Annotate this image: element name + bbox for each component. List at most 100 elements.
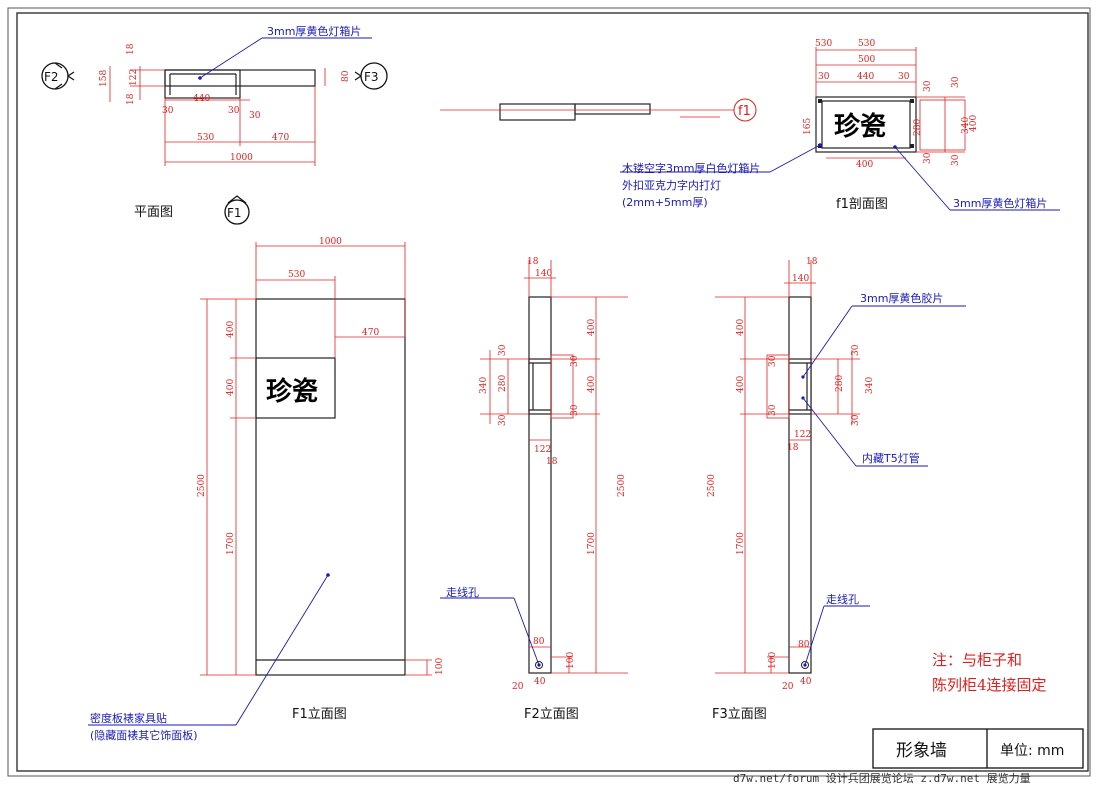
dim: 30 xyxy=(249,111,261,121)
dim: 122 xyxy=(534,445,551,455)
dim: 30 xyxy=(570,404,580,416)
dim: 30 xyxy=(923,152,933,164)
dim: 80 xyxy=(341,70,351,82)
dim: 440 xyxy=(193,94,210,104)
dim: 20 xyxy=(782,682,794,692)
label-yellow-sheet-top: 3mm厚黄色灯箱片 xyxy=(267,24,361,38)
dim: 1700 xyxy=(587,532,597,555)
dim: 140 xyxy=(792,274,809,284)
dim: 530 xyxy=(288,270,305,280)
dim: 122 xyxy=(794,430,811,440)
dim: 500 xyxy=(858,55,875,65)
f3-wall xyxy=(788,296,812,674)
dim: 400 xyxy=(856,160,873,170)
dim: 100 xyxy=(566,652,576,669)
marker-f3-icon: F3 xyxy=(354,62,388,90)
dim: 400 xyxy=(736,319,746,336)
dim: 530 xyxy=(815,39,832,49)
dim: 80 xyxy=(798,640,810,650)
section-box xyxy=(815,96,917,153)
dim: 30 xyxy=(498,344,508,356)
dim: 100 xyxy=(768,652,778,669)
f1-wall xyxy=(255,298,406,676)
dim: 30 xyxy=(498,414,508,426)
dim: 340 xyxy=(961,117,971,134)
dim: 530 xyxy=(858,39,875,49)
dim: 30 xyxy=(951,154,961,166)
label-white-sheet-2: 外扣亚克力字内打灯 xyxy=(622,178,721,192)
dim: 100 xyxy=(435,658,445,675)
dim: 18 xyxy=(806,257,818,267)
svg-text:F2: F2 xyxy=(44,70,59,84)
label-wire-hole-f2: 走线孔 xyxy=(446,585,479,599)
dim: 30 xyxy=(162,106,174,116)
svg-text:F3: F3 xyxy=(364,70,379,84)
dim: 40 xyxy=(534,677,546,687)
dim: 18 xyxy=(126,93,136,105)
dim: 2500 xyxy=(197,474,207,497)
dim: 30 xyxy=(851,344,861,356)
section-cut-line: f1 xyxy=(440,98,757,122)
label-t5-tube: 内藏T5灯管 xyxy=(862,451,920,465)
dim: 400 xyxy=(969,115,979,132)
dim: 122 xyxy=(129,69,139,86)
dim: 2500 xyxy=(617,474,627,497)
f1-elevation: 珍瓷 1000 530 470 400 400 2500 1700 100 密度… xyxy=(88,237,445,742)
dim: 340 xyxy=(479,377,489,394)
label-white-sheet-1: 木镂空字3mm厚白色灯箱片 xyxy=(622,161,760,175)
dim: 340 xyxy=(865,377,875,394)
dim: 140 xyxy=(535,269,552,279)
section-marker: f1 xyxy=(738,104,751,119)
plan-lightbox xyxy=(164,69,241,99)
label-yellow-sheet-right: 3mm厚黄色灯箱片 xyxy=(953,196,1047,210)
dim: 400 xyxy=(226,379,236,396)
section-view: 珍瓷 530 530 500 30 440 30 30 30 165 280 3… xyxy=(620,39,1060,212)
dim: 400 xyxy=(587,319,597,336)
sign-text-f1: 珍瓷 xyxy=(266,376,318,407)
note-line-1: 注：与柜子和 xyxy=(932,651,1022,669)
label-white-sheet-3: (2mm+5mm厚) xyxy=(622,196,708,209)
title-block-title: 形象墙 xyxy=(896,741,947,761)
dim: 400 xyxy=(587,376,597,393)
caption-f2: F2立面图 xyxy=(524,707,579,722)
dim: 280 xyxy=(913,119,923,136)
dim: 30 xyxy=(898,72,910,82)
dim: 80 xyxy=(533,637,545,647)
dim: 165 xyxy=(803,118,813,135)
dim: 30 xyxy=(228,106,240,116)
dim: 400 xyxy=(226,321,236,338)
caption-f1: F1立面图 xyxy=(292,707,347,722)
caption-section: f1剖面图 xyxy=(836,197,888,212)
dim: 2500 xyxy=(707,474,717,497)
dim: 1000 xyxy=(230,153,253,163)
label-yellow-film: 3mm厚黄色胶片 xyxy=(860,291,943,305)
dim: 1700 xyxy=(736,532,746,555)
dim: 280 xyxy=(498,375,508,392)
footer-watermark: d7w.net/forum 设计兵团展览论坛 z.d7w.net 展览力量 xyxy=(733,771,1031,785)
svg-text:F1: F1 xyxy=(227,206,242,220)
title-block-unit: 单位: mm xyxy=(1000,743,1064,759)
caption-f3: F3立面图 xyxy=(712,707,767,722)
dim: 30 xyxy=(768,404,778,416)
dim: 40 xyxy=(800,677,812,687)
dim: 18 xyxy=(527,257,539,267)
dim: 530 xyxy=(197,133,214,143)
dim: 470 xyxy=(362,328,379,338)
label-density-board-2: (隐藏面裱其它饰面板) xyxy=(90,728,198,742)
dim: 280 xyxy=(835,375,845,392)
plan-view: 3mm厚黄色灯箱片 18 158 122 18 80 30 440 30 30 … xyxy=(41,24,388,225)
label-wire-hole-f3: 走线孔 xyxy=(826,592,859,606)
dim: 400 xyxy=(736,376,746,393)
f1-sign-box xyxy=(255,357,336,419)
f3-elevation: 18 140 400 400 2500 1700 30 30 280 340 3… xyxy=(707,257,966,722)
dim: 18 xyxy=(126,43,136,55)
inner-frame xyxy=(16,12,1089,772)
sign-text-section: 珍瓷 xyxy=(834,111,886,142)
dim: 30 xyxy=(923,80,933,92)
marker-f1-icon: F1 xyxy=(224,195,250,225)
outer-frame xyxy=(7,7,1091,777)
label-density-board-1: 密度板裱家具贴 xyxy=(90,711,167,725)
dim: 20 xyxy=(512,682,524,692)
title-block: 形象墙 单位: mm xyxy=(872,728,1084,769)
